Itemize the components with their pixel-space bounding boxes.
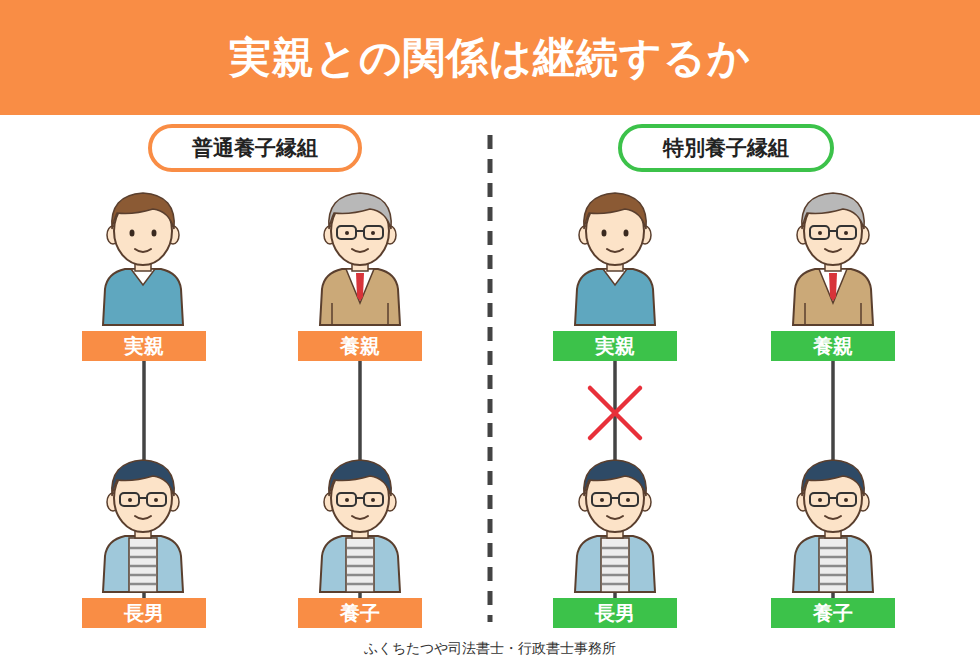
person-figure (793, 193, 873, 325)
node-text: 実親 (124, 333, 164, 360)
role-label: 養親 (771, 331, 895, 361)
category-pill: 特別養子縁組 (618, 124, 834, 172)
node-text: 養親 (340, 333, 380, 360)
node-text: 養親 (813, 333, 853, 360)
person-figure (320, 193, 400, 325)
node-text: 長男 (595, 600, 635, 627)
role-label: 実親 (82, 331, 206, 361)
person-figure (575, 193, 655, 325)
figures (103, 193, 873, 592)
caption: ふくちたつや司法書士・行政書士事務所 (0, 640, 980, 658)
role-label: 養親 (298, 331, 422, 361)
node-text: 実親 (595, 333, 635, 360)
role-label: 長男 (82, 598, 206, 628)
node-text: 長男 (124, 600, 164, 627)
person-figure (575, 460, 655, 592)
node-text: 特別養子縁組 (663, 134, 789, 162)
role-label: 養子 (771, 598, 895, 628)
category-pill: 普通養子縁組 (148, 124, 362, 172)
divider-line (488, 135, 493, 622)
node-text: 養子 (813, 600, 853, 627)
node-text: 養子 (340, 600, 380, 627)
title: 実親との関係は継続するか (0, 0, 980, 115)
cross-mark (590, 388, 640, 438)
person-figure (793, 460, 873, 592)
person-figure (320, 460, 400, 592)
role-label: 実親 (553, 331, 677, 361)
role-label: 養子 (298, 598, 422, 628)
person-figure (103, 460, 183, 592)
role-label: 長男 (553, 598, 677, 628)
node-text: 普通養子縁組 (192, 134, 318, 162)
person-figure (103, 193, 183, 325)
